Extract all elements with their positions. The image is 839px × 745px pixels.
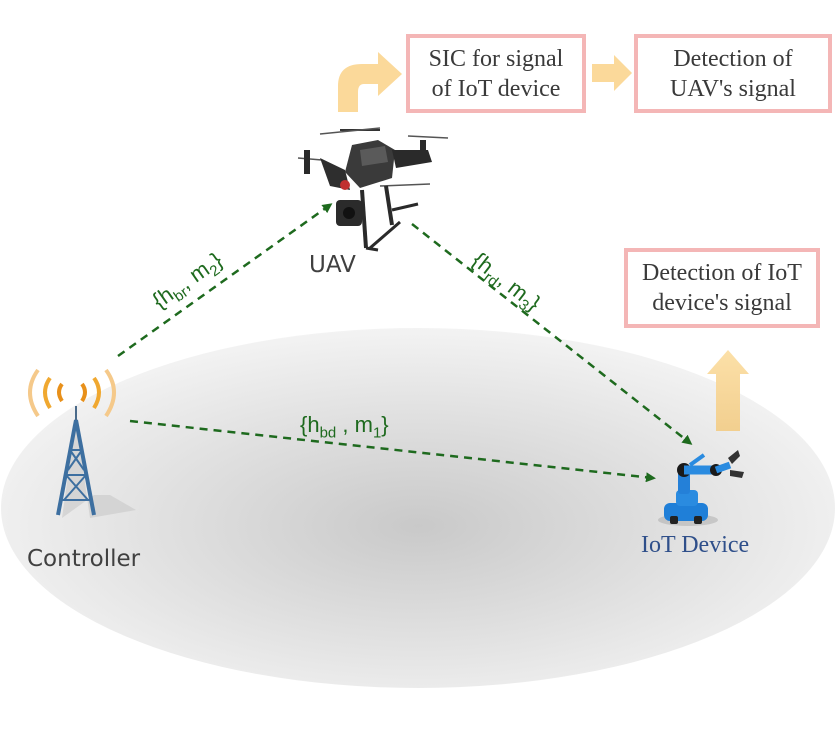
uav-label: UAV [309,252,356,278]
uav-drone-icon [297,127,449,252]
iot-detection-line2: device's signal [652,290,792,316]
uav-detection-line2: UAV's signal [670,75,796,102]
iot-detection-box: Detection of IoT device's signal [624,248,820,328]
uav-detection-line1: Detection of [673,45,793,72]
up-arrow-icon [707,350,749,431]
link-label-bd: {hbd , m1} [300,412,389,441]
uav-detection-box: Detection of UAV's signal [634,34,832,113]
sic-box: SIC for signal of IoT device [406,34,586,113]
link-bd-sub: bd [319,424,337,442]
link-controller-to-uav [117,203,333,358]
link-bd-msub: 1 [372,424,382,442]
controller-tower-icon [28,368,136,518]
link-uav-to-iot [411,223,693,445]
controller-label: Controller [27,546,141,572]
ground-area [1,328,835,688]
link-bd-mid: , m [336,412,373,437]
link-bd-close: } [381,412,389,437]
curved-arrow-icon [338,52,402,112]
iot-device-robot-icon [658,450,744,526]
right-arrow-icon [592,55,632,91]
iot-detection-line1: Detection of IoT [642,260,802,286]
sic-box-line2: of IoT device [431,75,561,102]
sic-box-line1: SIC for signal [428,45,564,72]
link-controller-to-iot [129,419,656,483]
link-bd-open: {h [300,412,320,437]
iot-device-label: IoT Device [641,532,750,558]
